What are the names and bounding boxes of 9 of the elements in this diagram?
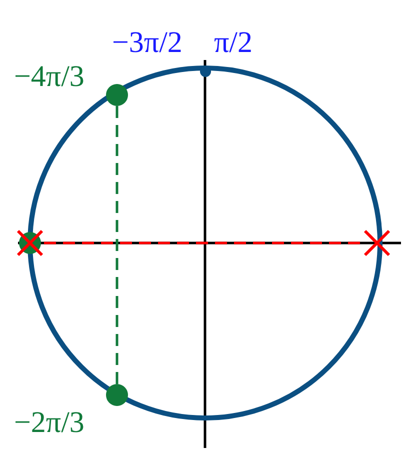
angle-label: −4π/3 <box>14 62 84 92</box>
point-marker <box>106 84 128 106</box>
angle-label: −2π/3 <box>14 408 84 438</box>
dashed-line <box>44 242 363 244</box>
excluded-point-mark <box>363 229 391 257</box>
point-marker <box>106 384 128 406</box>
dashed-line <box>116 106 118 384</box>
angle-label: −3π/2 <box>112 28 182 58</box>
angle-label: π/2 <box>214 28 252 58</box>
